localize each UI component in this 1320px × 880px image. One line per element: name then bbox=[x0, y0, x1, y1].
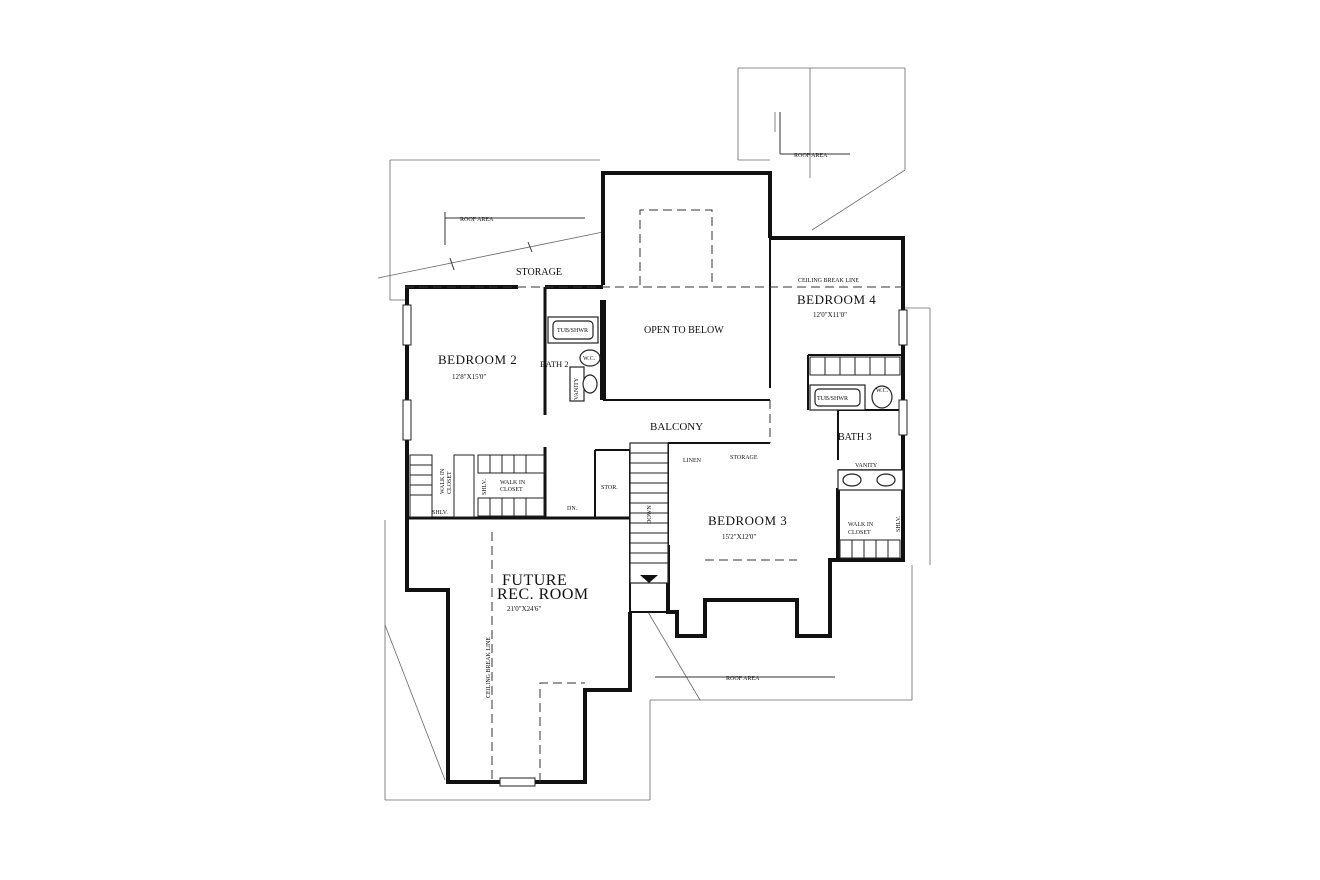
bedroom2-dims: 12'8"X15'0" bbox=[452, 373, 486, 381]
bedroom2-name: BEDROOM 2 bbox=[438, 352, 517, 367]
future-rec-line1: FUTURE bbox=[502, 572, 567, 589]
vanity-bath2: VANITY bbox=[574, 377, 580, 400]
ceiling-break-line-rec: CEILING BREAK LINE bbox=[486, 637, 492, 698]
stairs bbox=[629, 442, 669, 584]
walk-in-closet-b2b-line2: CLOSET bbox=[500, 487, 523, 493]
labels: ROOF AREA ROOF AREA ROOF AREA STORAGE OP… bbox=[432, 153, 902, 698]
down-label: DOWN bbox=[647, 505, 653, 524]
bedroom3-name: BEDROOM 3 bbox=[708, 513, 787, 528]
shlv-b2-side: SHLV. bbox=[482, 479, 488, 495]
roof-area-label-left: ROOF AREA bbox=[460, 217, 494, 223]
bedroom4-dims: 12'0"X11'0" bbox=[813, 311, 847, 319]
bath2-label: BATH 2 bbox=[540, 359, 569, 369]
windows bbox=[402, 304, 908, 787]
wc-bath3: W.C. bbox=[876, 388, 889, 394]
storage-attic-label: STORAGE bbox=[516, 267, 562, 278]
stor-label: STOR. bbox=[601, 485, 618, 491]
walk-in-closet-b3-line2: CLOSET bbox=[848, 530, 871, 536]
walk-in-closet-b2-line2: CLOSET bbox=[447, 471, 453, 494]
future-rec-line2: REC. ROOM bbox=[497, 586, 589, 603]
tub-shwr-bath3: TUB/SHWR bbox=[817, 396, 848, 402]
linen-label: LINEN bbox=[683, 458, 702, 464]
roof-area-label-top: ROOF AREA bbox=[794, 153, 828, 159]
walk-in-closet-b2-line1: WALK IN bbox=[440, 468, 446, 494]
vanity-bath3: VANITY bbox=[855, 463, 878, 469]
open-to-below-label: OPEN TO BELOW bbox=[644, 325, 724, 336]
storage-hall-label: STORAGE bbox=[730, 455, 758, 461]
walk-in-closet-b3-line1: WALK IN bbox=[848, 522, 874, 528]
bedroom4-name: BEDROOM 4 bbox=[797, 292, 876, 307]
roof-outline bbox=[377, 67, 931, 801]
roof-markers bbox=[444, 112, 850, 678]
dn-label: DN. bbox=[567, 506, 578, 512]
shlv-b3: SHLV. bbox=[896, 516, 902, 532]
bath3-label: BATH 3 bbox=[838, 432, 872, 443]
shlv-b2-bottom: SHLV. bbox=[432, 510, 448, 516]
ceiling-break-line-top: CEILING BREAK LINE bbox=[798, 278, 859, 284]
closet-shelving bbox=[409, 356, 901, 559]
bedroom3-dims: 15'2"X12'0" bbox=[722, 533, 756, 541]
tub-shwr-bath2: TUB/SHWR bbox=[557, 328, 588, 334]
balcony-label: BALCONY bbox=[650, 421, 703, 433]
roof-area-label-bottom: ROOF AREA bbox=[726, 676, 760, 682]
future-rec-dims: 21'0"X24'6" bbox=[507, 605, 541, 613]
bath-fixtures bbox=[547, 316, 904, 491]
dashed-lines bbox=[405, 209, 903, 782]
wc-bath2: W.C. bbox=[583, 356, 596, 362]
walk-in-closet-b2b-line1: WALK IN bbox=[500, 480, 526, 486]
